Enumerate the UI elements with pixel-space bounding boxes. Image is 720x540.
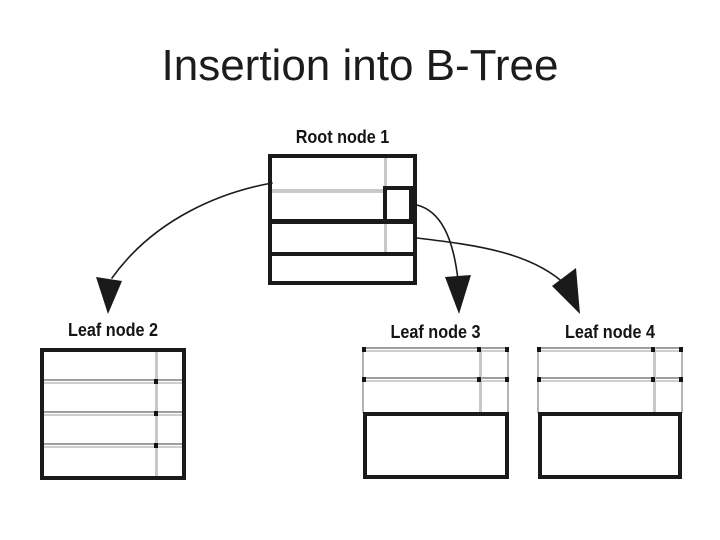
arrow-root-to-leaf2-curve <box>111 182 273 279</box>
slide-title: Insertion into B-Tree <box>161 41 559 90</box>
root-node-inner <box>272 158 413 281</box>
leaf2-row-divider-3 <box>44 443 182 448</box>
leaf-node-3-label: Leaf node 3 <box>390 322 481 342</box>
leaf2-junction-dot <box>154 443 158 448</box>
leaf2-junction-dot <box>154 379 158 384</box>
leaf4-junction-dot <box>651 347 655 352</box>
arrow-root-to-leaf4-curve <box>416 237 569 288</box>
leaf2-junction-dot <box>154 411 158 416</box>
root-row-divider-thick <box>272 219 413 224</box>
leaf4-junction-dot <box>537 377 541 382</box>
leaf2-row-divider-1 <box>44 379 182 384</box>
leaf4-junction-dot <box>651 377 655 382</box>
leaf3-junction-dot <box>362 377 366 382</box>
leaf3-junction-dot <box>505 347 509 352</box>
leaf3-junction-dot <box>362 347 366 352</box>
arrow-root-to-leaf3 <box>416 204 471 314</box>
leaf-node-4-upper-grid <box>537 347 683 413</box>
leaf3-top-border <box>364 347 507 352</box>
leaf3-junction-dot <box>477 377 481 382</box>
leaf-node-3-lower-box <box>363 412 509 479</box>
leaf2-row-divider-2 <box>44 411 182 416</box>
leaf3-junction-dot <box>477 347 481 352</box>
leaf4-junction-dot <box>679 377 683 382</box>
leaf-node-2-inner <box>44 352 182 476</box>
arrow-down-icon <box>445 275 471 314</box>
leaf4-top-border <box>539 347 681 352</box>
root-highlighted-cell <box>383 186 413 223</box>
arrow-down-right-icon <box>552 268 580 314</box>
leaf4-junction-dot <box>537 347 541 352</box>
root-gray-row-divider <box>272 189 387 193</box>
leaf-node-4-label: Leaf node 4 <box>564 322 656 342</box>
arrow-root-to-leaf2 <box>96 182 273 314</box>
root-row-divider <box>272 252 413 256</box>
leaf4-row-divider <box>539 377 681 382</box>
leaf3-row-divider <box>364 377 507 382</box>
arrow-root-to-leaf3-curve <box>416 204 459 281</box>
leaf-node-3-upper-grid <box>362 347 509 413</box>
arrow-root-to-leaf4 <box>416 237 580 314</box>
leaf3-junction-dot <box>505 377 509 382</box>
root-node-box <box>268 154 417 285</box>
leaf4-junction-dot <box>679 347 683 352</box>
leaf-node-2-label: Leaf node 2 <box>67 320 159 340</box>
root-node-label: Root node 1 <box>295 127 390 147</box>
leaf-node-4-lower-box <box>538 412 682 479</box>
arrow-down-icon <box>96 277 122 314</box>
leaf-node-2-box <box>40 348 186 480</box>
